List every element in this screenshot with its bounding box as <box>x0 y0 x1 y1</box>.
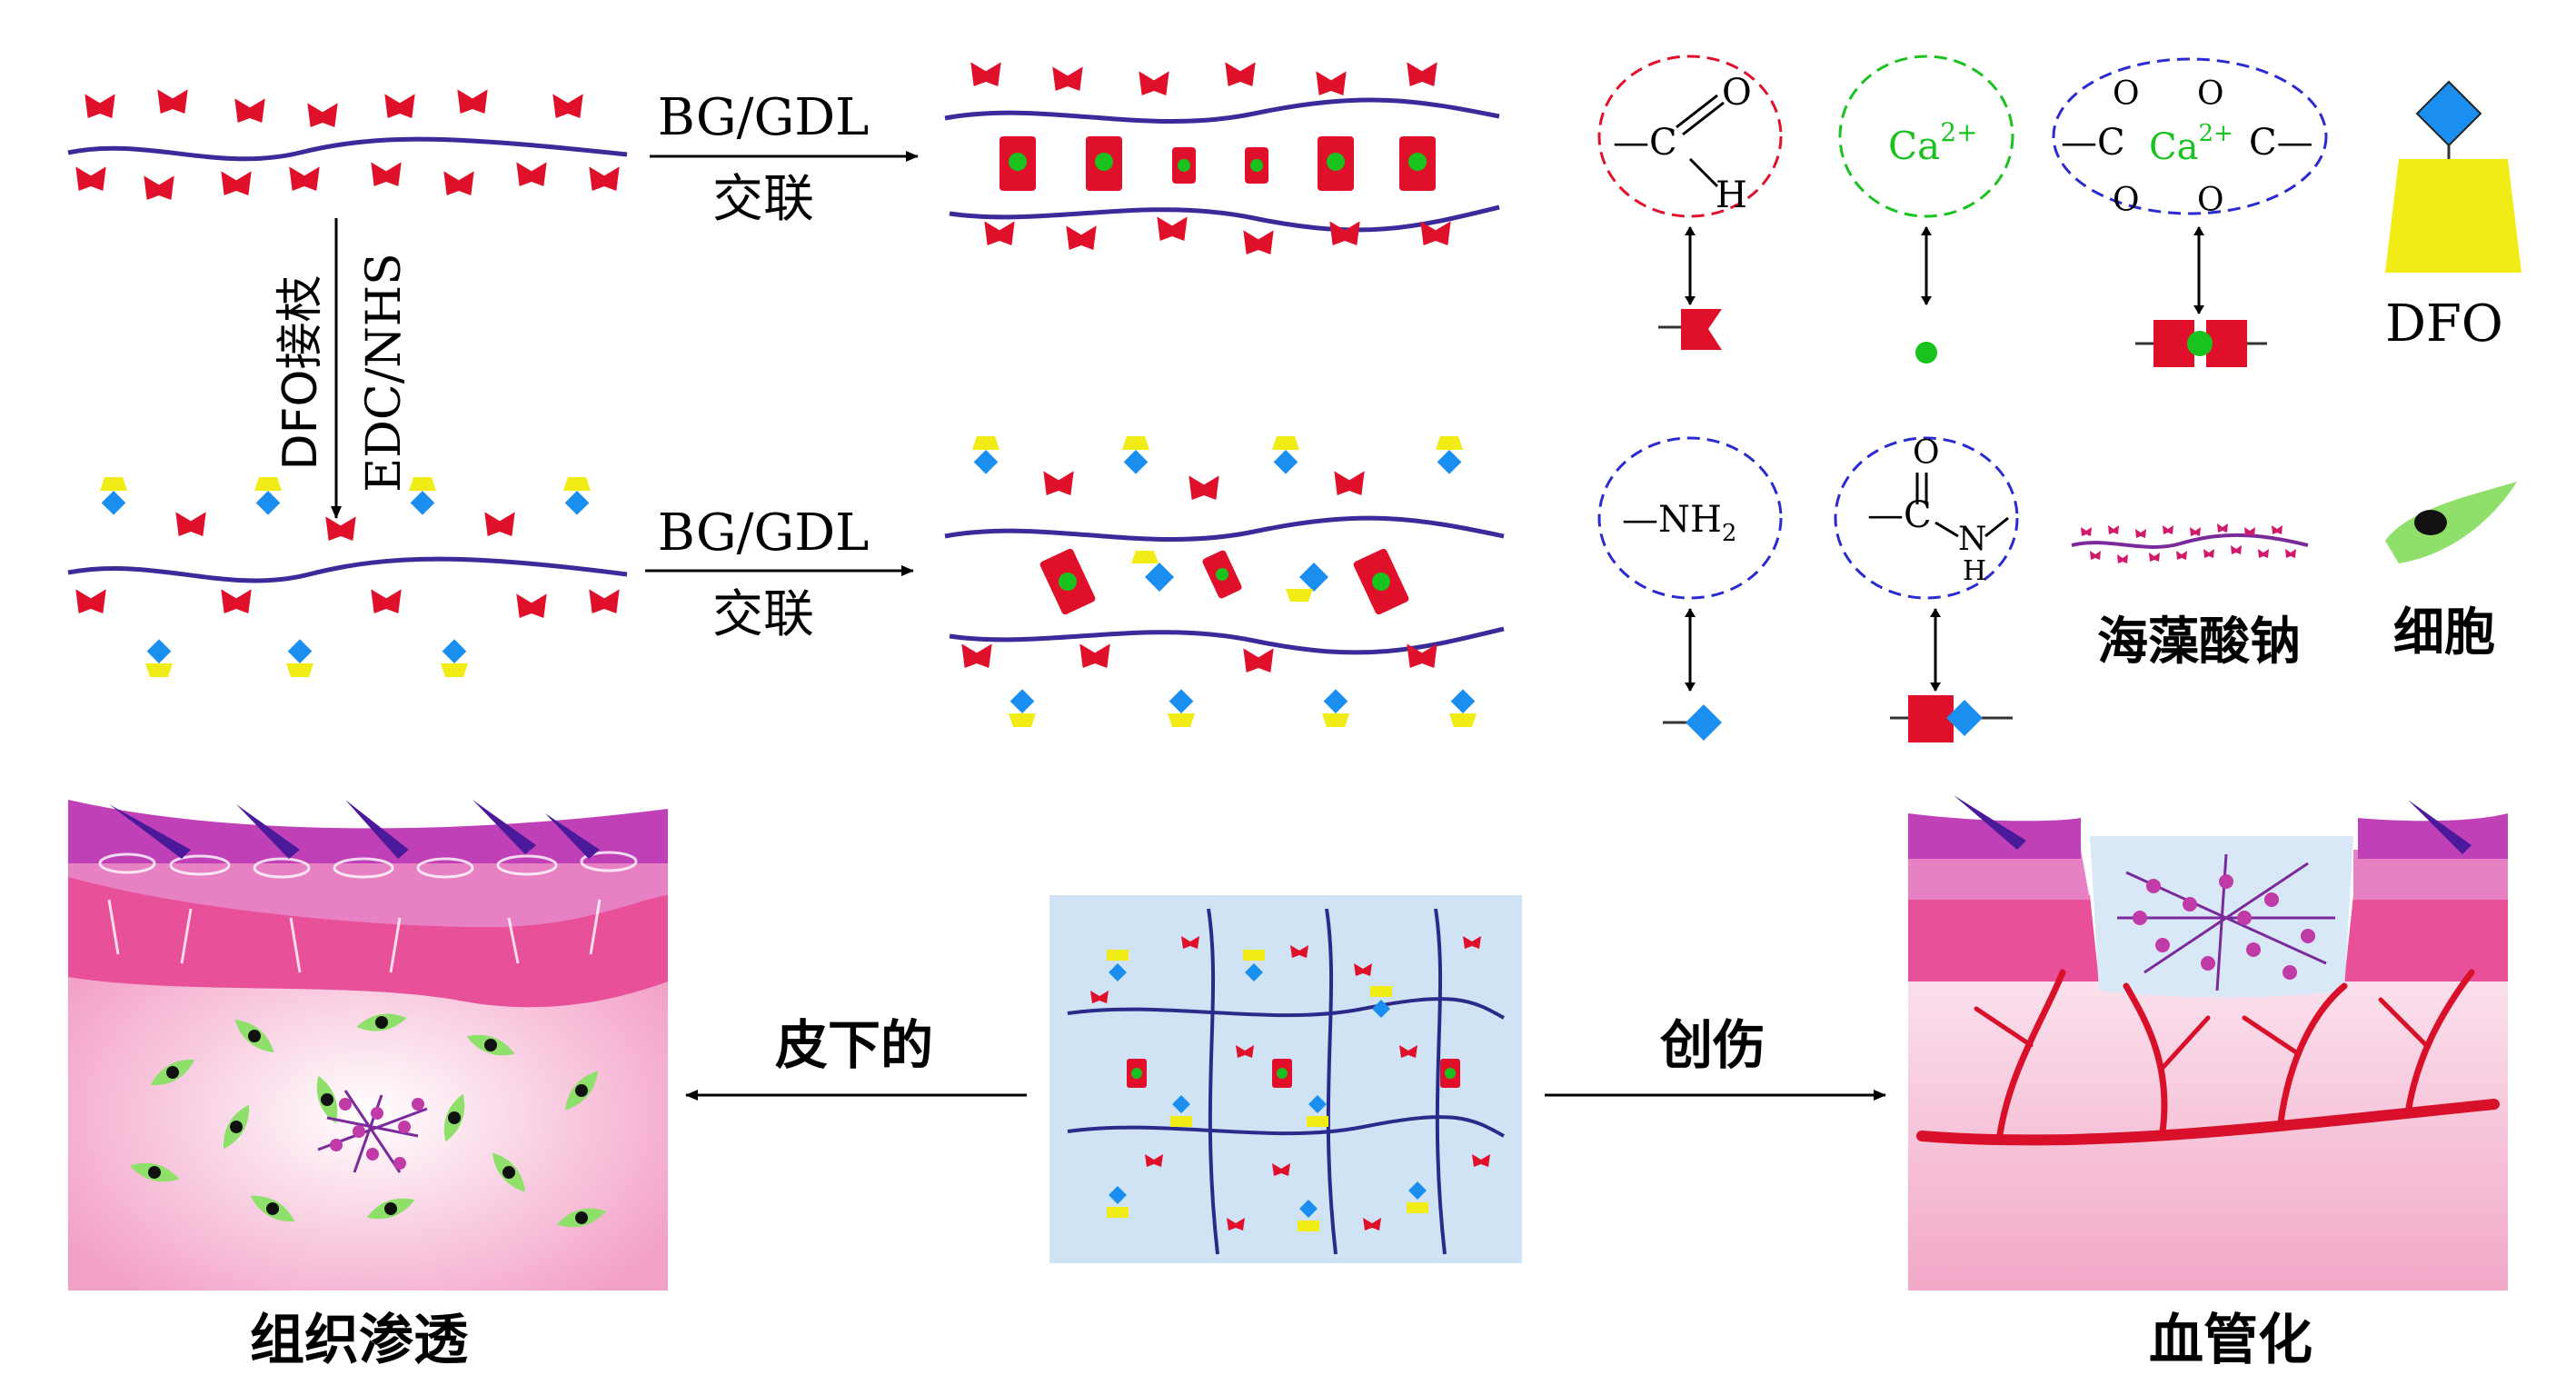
svg-text:Ca2+: Ca2+ <box>2149 120 2233 168</box>
subcutaneous-arrow: 皮下的 <box>685 1014 1027 1101</box>
crosslink-arrow-2: BG/GDL 交联 <box>645 503 914 644</box>
wound-arrow: 创伤 <box>1545 1014 1886 1101</box>
wound-skin-panel: 血管化 <box>1908 795 2508 1372</box>
tissue-infiltration-caption: 组织渗透 <box>250 1309 469 1372</box>
svg-text:H: H <box>1716 174 1747 216</box>
arrow2-bottom-label: 交联 <box>712 585 814 644</box>
legend-aldehyde: —C O H <box>1597 55 1783 350</box>
svg-text:O: O <box>2197 75 2224 113</box>
hydrogel-network-panel <box>1049 895 1522 1263</box>
egg-box-junctions <box>1000 136 1436 191</box>
wound-label: 创伤 <box>1660 1014 1765 1076</box>
legend-calcium: Ca2+ <box>1838 55 2014 364</box>
arrow2-top-label: BG/GDL <box>658 503 870 563</box>
svg-text:C—: C— <box>2249 122 2313 164</box>
alginate-chain-1 <box>67 89 628 200</box>
legend-alginate: 海藻酸钠 <box>2071 523 2309 672</box>
implanted-gel-small <box>317 1090 428 1173</box>
svg-text:Ca2+: Ca2+ <box>1888 117 1977 168</box>
svg-text:—C: —C <box>1867 494 1932 536</box>
svg-text:—C: —C <box>1613 122 1677 164</box>
legend-cell: 细胞 <box>2385 482 2517 663</box>
legend-amide: O —C N H <box>1834 434 2019 742</box>
dfo-grafting-arrow: DFO接枝 EDC/NHS <box>274 218 412 519</box>
svg-text:H: H <box>1963 555 1986 587</box>
subcutaneous-skin-panel: 组织渗透 <box>68 800 668 1372</box>
grafting-label: DFO接枝 <box>274 275 328 471</box>
blood-vessels <box>1916 969 2500 1146</box>
subcutaneous-label: 皮下的 <box>775 1014 933 1076</box>
svg-text:O: O <box>2197 182 2224 219</box>
svg-text:O: O <box>1913 434 1940 472</box>
migrating-cells <box>129 1013 607 1228</box>
legend-dfo: DFO <box>2385 80 2521 354</box>
dfo-legend-label: DFO <box>2385 294 2503 354</box>
arrow1-top-label: BG/GDL <box>658 88 870 147</box>
svg-text:—C: —C <box>2061 122 2125 164</box>
legend-chelate: —C O O Ca2+ O O C— <box>2052 57 2328 367</box>
crosslinked-gel-1 <box>944 62 1500 254</box>
alginate-label: 海藻酸钠 <box>2097 613 2301 672</box>
crosslink-arrow-1: BG/GDL 交联 <box>650 88 919 229</box>
edc-nhs-label: EDC/NHS <box>357 253 412 492</box>
vascularization-caption: 血管化 <box>2149 1309 2312 1372</box>
svg-text:O: O <box>1722 72 1752 114</box>
cell-label: 细胞 <box>2393 603 2495 663</box>
svg-text:O: O <box>2113 75 2140 113</box>
legend-amine: —NH2 <box>1597 436 1783 741</box>
wound-gel <box>2117 853 2335 991</box>
crosslinked-gel-2 <box>944 436 1505 727</box>
dfo-grafted-chain <box>67 477 628 677</box>
svg-text:O: O <box>2113 182 2140 219</box>
arrow1-bottom-label: 交联 <box>712 170 814 229</box>
gel-2-junctions <box>1039 548 1409 615</box>
svg-text:—NH2: —NH2 <box>1622 499 1736 547</box>
svg-text:N: N <box>1958 521 1987 558</box>
